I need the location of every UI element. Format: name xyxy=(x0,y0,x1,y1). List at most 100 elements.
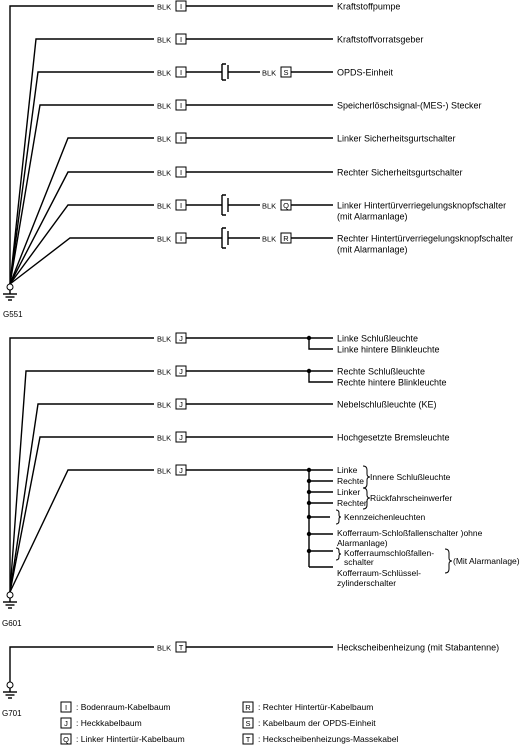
legend-code-box xyxy=(242,701,254,713)
wire-branch xyxy=(9,104,154,285)
legend-item: T : Heckscheibenheizungs-Massekabel xyxy=(242,733,398,745)
wire-color-label: BLK xyxy=(157,368,171,377)
legend-text: : Heckkabelbaum xyxy=(76,718,142,728)
circuit-row: BLK J Rechte Schlußleuchte Rechte hinter… xyxy=(157,365,447,388)
legend-code: J xyxy=(64,719,68,728)
brace xyxy=(362,487,371,510)
legend-code: Q xyxy=(63,735,69,744)
wire-branch xyxy=(9,469,154,593)
connector-code: I xyxy=(180,134,182,143)
wire-color-label: BLK xyxy=(157,202,171,211)
device-label: Nebelschlußleuchte (KE) xyxy=(337,400,437,410)
legend-item: Q : Linker Hintertür-Kabelbaum xyxy=(60,733,185,745)
legend-code-box xyxy=(60,733,72,745)
legend-text: : Kabelbaum der OPDS-Einheit xyxy=(258,718,376,728)
device-label: Rechte hintere Blinkleuchte xyxy=(337,378,447,388)
legend-code: I xyxy=(65,703,67,712)
device-label: zylinderschalter xyxy=(337,578,396,588)
connector-code: I xyxy=(180,168,182,177)
brace xyxy=(335,509,342,525)
connector-code: J xyxy=(179,466,183,475)
device-label: Kraftstoffvorratsgeber xyxy=(337,35,423,45)
group-label: Rückfahrscheinwerfer xyxy=(370,493,452,503)
junction-dot xyxy=(306,548,312,554)
wire-color-label: BLK xyxy=(157,135,171,144)
ground-label: G701 xyxy=(2,709,22,718)
legend-item: I : Bodenraum-Kabelbaum xyxy=(60,701,171,713)
connector-code: I xyxy=(180,35,182,44)
circuit-row: BLK J Hochgesetzte Bremsleuchte xyxy=(157,431,450,443)
wire-branch xyxy=(9,646,154,682)
circuit-row: BLK I Rechter Sicherheitsgurtschalter xyxy=(157,166,463,178)
ground-symbol xyxy=(3,283,17,301)
circuit-row: BLK I BLK R Rechter Hintertürverriegelun… xyxy=(157,227,513,255)
ground-label: G551 xyxy=(3,310,23,319)
device-label: (mit Alarmanlage) xyxy=(337,212,408,222)
wire-color-label: BLK xyxy=(262,69,276,78)
device-label: Linke xyxy=(337,465,358,475)
device-label: Rechter Sicherheitsgurtschalter xyxy=(337,168,463,178)
circuit-row: BLK T Heckscheibenheizung (mit Stabanten… xyxy=(157,641,499,653)
junction-dot xyxy=(306,489,312,495)
device-label: Rechte Schlußleuchte xyxy=(337,367,425,377)
device-label: Speicherlöschsignal-(MES-) Stecker xyxy=(337,101,482,111)
ground-symbol xyxy=(3,591,17,609)
connector-code: Q xyxy=(283,201,289,210)
switch-symbol xyxy=(221,194,229,216)
circuit-row: BLK I BLK Q Linker Hintertürverriegelung… xyxy=(157,194,506,222)
legend-item: J : Heckkabelbaum xyxy=(60,717,142,729)
connector-code: J xyxy=(179,367,183,376)
wire-branch xyxy=(9,337,154,592)
junction-dot xyxy=(306,514,312,520)
device-label: Kofferraumschloßfallen- xyxy=(344,548,434,558)
wire-color-label: BLK xyxy=(157,3,171,12)
wire-branch xyxy=(9,38,154,285)
wire-color-label: BLK xyxy=(157,36,171,45)
device-label: Rechter xyxy=(337,498,367,508)
device-label: Rechte xyxy=(337,476,364,486)
ground-group-g601: BLK J Linke Schlußleuchte Linke hintere … xyxy=(2,332,520,628)
circuit-row: BLK J Linke Schlußleuchte Linke hintere … xyxy=(157,332,440,355)
ground-group-g701: BLK T Heckscheibenheizung (mit Stabanten… xyxy=(2,641,499,718)
device-label: Rechter Hintertürverriegelungsknopfschal… xyxy=(337,234,513,244)
device-label: Linke Schlußleuchte xyxy=(337,334,418,344)
switch-symbol xyxy=(221,63,229,81)
device-label: Kofferraum-Schlüssel- xyxy=(337,568,421,578)
connector-code: I xyxy=(180,68,182,77)
wire-color-label: BLK xyxy=(157,235,171,244)
junction-dot xyxy=(306,531,312,537)
legend-code-box xyxy=(242,717,254,729)
device-label: Kofferraum-Schloßfallenschalter )ohne xyxy=(337,528,483,538)
device-label: Kraftstoffpumpe xyxy=(337,2,400,12)
ground-symbol xyxy=(3,681,17,699)
connector-code: S xyxy=(283,68,288,77)
device-label: Kennzeichenleuchten xyxy=(344,512,426,522)
legend: I : Bodenraum-Kabelbaum R : Rechter Hint… xyxy=(60,701,398,745)
wire-branch xyxy=(9,171,154,285)
connector-code: J xyxy=(179,334,183,343)
wire-branch xyxy=(9,137,154,285)
device-label: Linke hintere Blinkleuchte xyxy=(337,345,440,355)
junction-dot xyxy=(306,467,312,473)
legend-item: S : Kabelbaum der OPDS-Einheit xyxy=(242,717,376,729)
wire-color-label: BLK xyxy=(157,401,171,410)
switch-symbol xyxy=(221,227,229,249)
junction-dot xyxy=(306,500,312,506)
legend-item: R : Rechter Hintertür-Kabelbaum xyxy=(242,701,373,713)
circuit-row: BLK J Nebelschlußleuchte (KE) xyxy=(157,398,437,410)
legend-text: : Linker Hintertür-Kabelbaum xyxy=(76,734,185,744)
connector-code: J xyxy=(179,433,183,442)
brace xyxy=(362,465,371,489)
connector-code: I xyxy=(180,234,182,243)
device-label: Heckscheibenheizung (mit Stabantenne) xyxy=(337,643,499,653)
wire-color-label: BLK xyxy=(262,202,276,211)
wire xyxy=(308,338,333,350)
legend-text: : Heckscheibenheizungs-Massekabel xyxy=(258,734,398,744)
wire-branch xyxy=(9,5,154,284)
wire-color-label: BLK xyxy=(157,335,171,344)
wire-color-label: BLK xyxy=(157,102,171,111)
wire-color-label: BLK xyxy=(157,434,171,443)
connector-code: T xyxy=(179,643,184,652)
wire-branch xyxy=(9,403,154,593)
junction-dot xyxy=(306,478,312,484)
